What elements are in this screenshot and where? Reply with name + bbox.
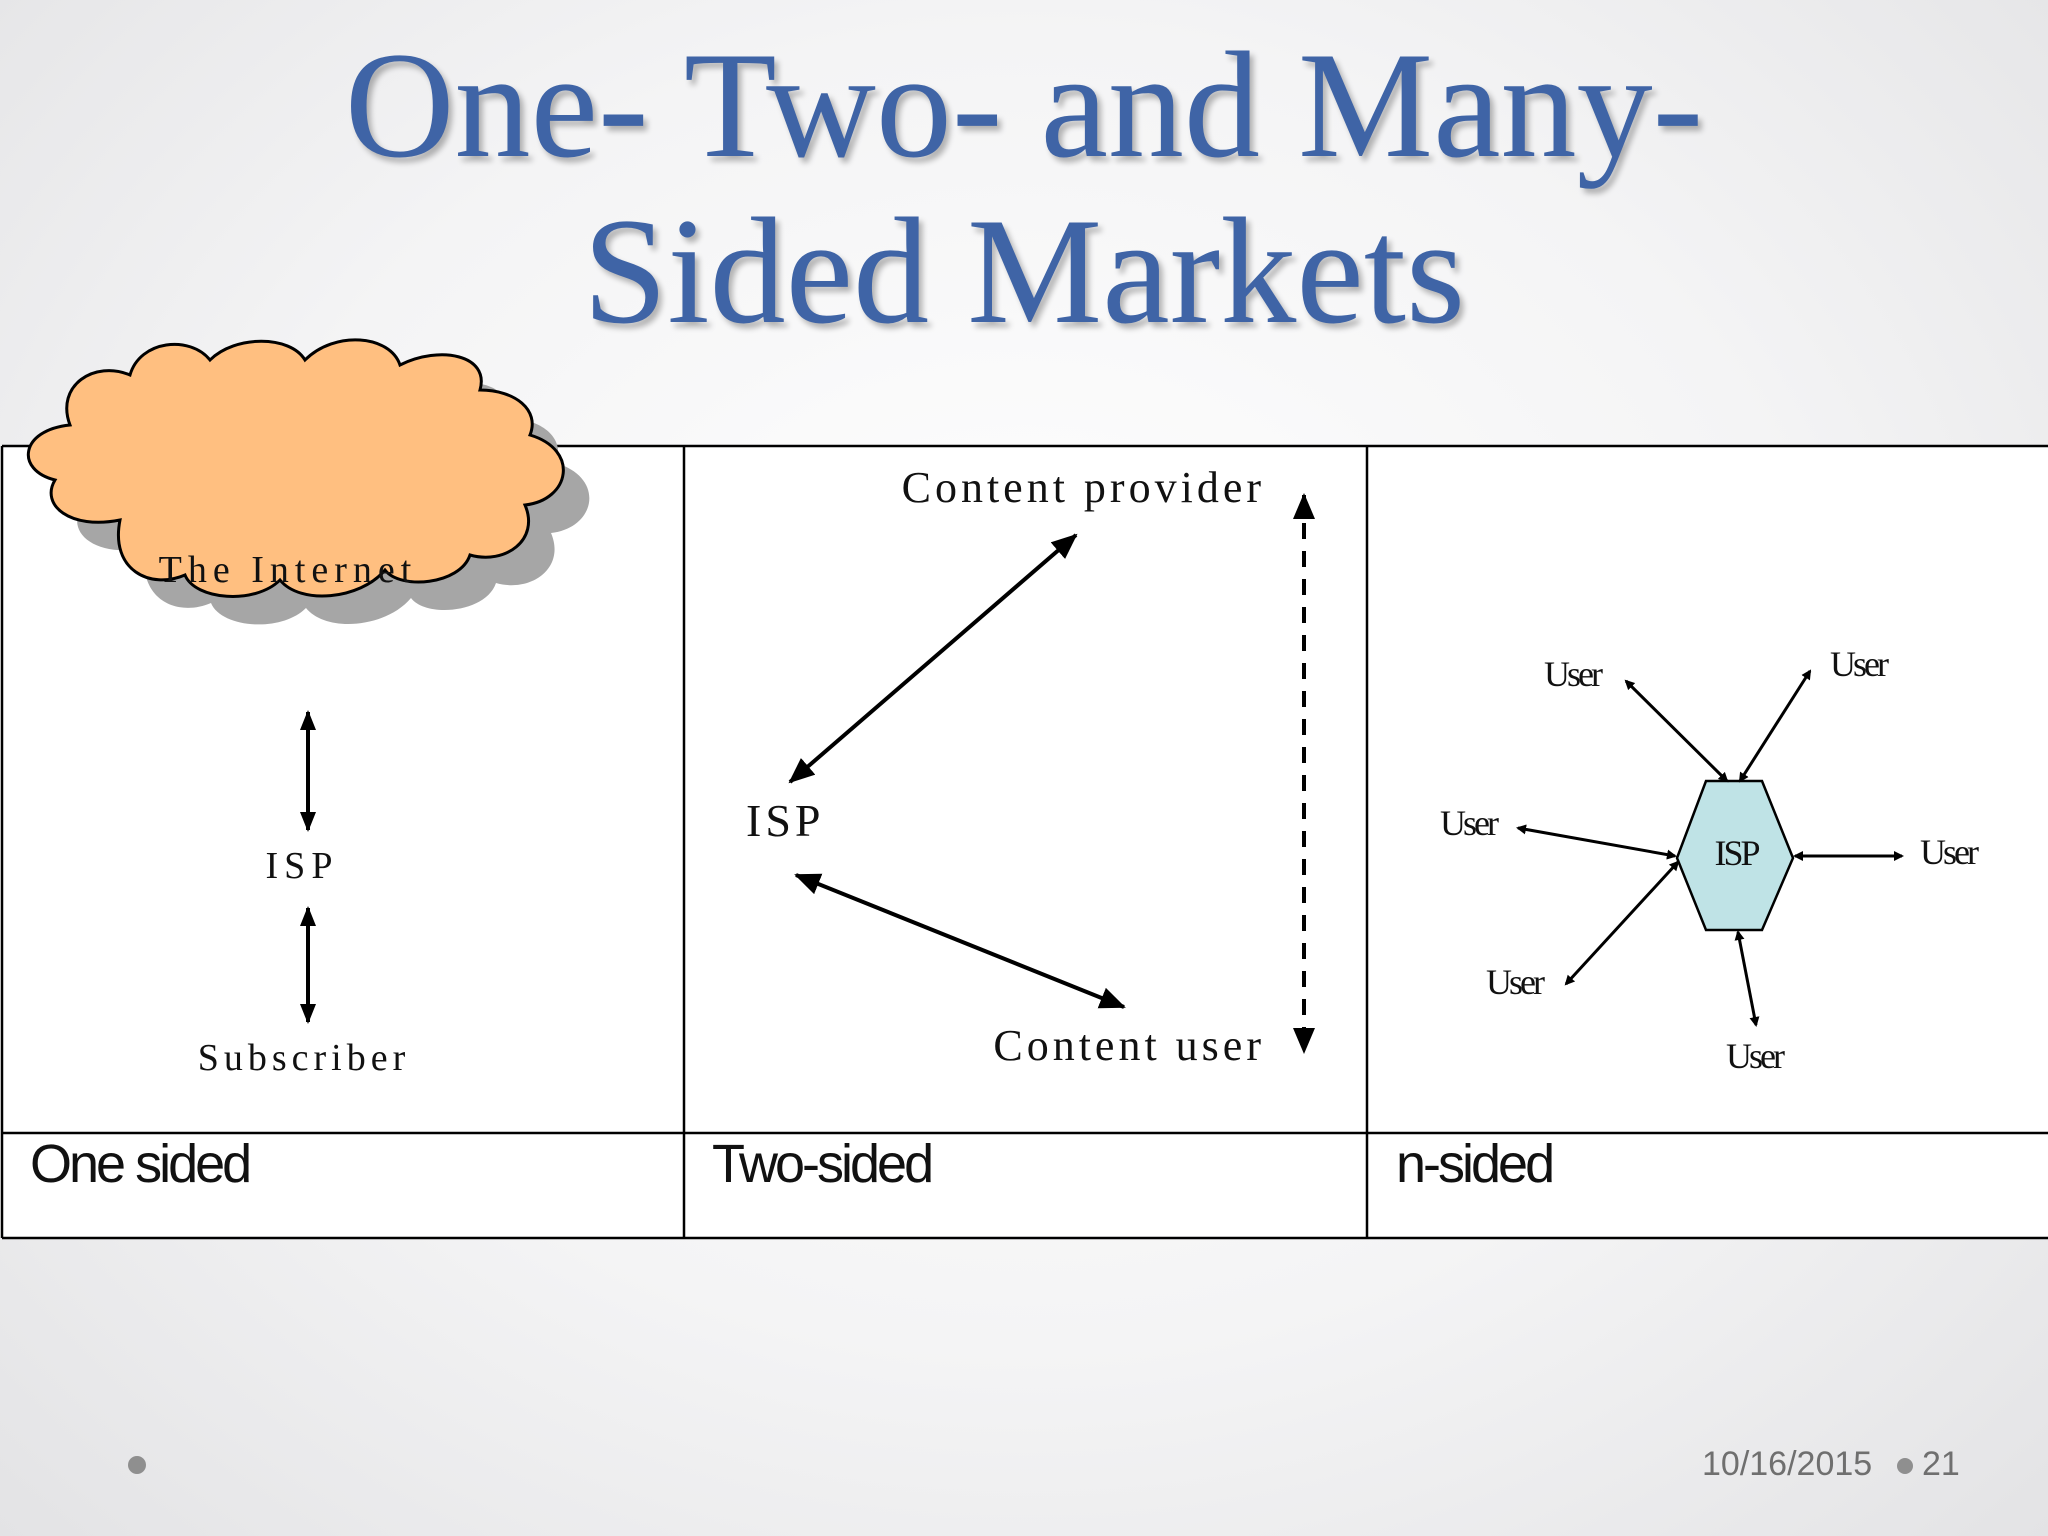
isp-label-one-sided: ISP: [266, 845, 339, 887]
user-label-right: User: [1920, 832, 1979, 872]
footer-bullet-left: [128, 1456, 146, 1474]
hub-user-arrow-top-left: [1624, 679, 1729, 783]
footer-date: 10/16/2015: [1702, 1445, 1873, 1483]
hub-user-arrow-left: [1516, 824, 1677, 860]
subscriber-label: Subscriber: [198, 1037, 411, 1079]
user-label-left: User: [1440, 803, 1499, 843]
two-sided-panel: Content provider ISP Content user Two-si…: [712, 463, 1315, 1194]
hub-user-arrow-bottom-left: [1564, 860, 1680, 986]
hub-user-arrow-bottom: [1734, 930, 1760, 1027]
two-sided-caption: Two-sided: [712, 1134, 931, 1194]
slide-title-line-2: Sided Markets: [582, 187, 1466, 355]
user-label-top-right: User: [1830, 644, 1889, 684]
hub-user-arrow-top-right: [1738, 669, 1812, 783]
slide-title-line-1: One- Two- and Many-: [344, 21, 1704, 189]
user-label-top-left: User: [1544, 654, 1603, 694]
n-sided-caption: n-sided: [1396, 1134, 1552, 1194]
one-sided-panel: The Internet ISP Subscriber One sided: [26, 338, 590, 1194]
cloud-shape: [26, 338, 565, 598]
provider-isp-arrow: [788, 533, 1078, 784]
user-label-bottom-left: User: [1486, 962, 1545, 1002]
isp-user-arrow: [794, 873, 1126, 1009]
slide-title: One- Two- and Many- Sided Markets: [0, 22, 2048, 354]
isp-label-two-sided: ISP: [746, 795, 824, 846]
user-label-bottom: User: [1726, 1036, 1785, 1076]
page-number: 21: [1922, 1445, 1960, 1483]
n-sided-panel: ISP User User User User User User n-side…: [1396, 644, 1982, 1194]
footer-bullet-right: [1897, 1458, 1913, 1474]
content-provider-label: Content provider: [902, 463, 1265, 512]
internet-label: The Internet: [159, 549, 418, 591]
one-sided-caption: One sided: [30, 1134, 249, 1194]
content-user-label: Content user: [993, 1021, 1265, 1070]
isp-hub-label: ISP: [1714, 833, 1759, 873]
